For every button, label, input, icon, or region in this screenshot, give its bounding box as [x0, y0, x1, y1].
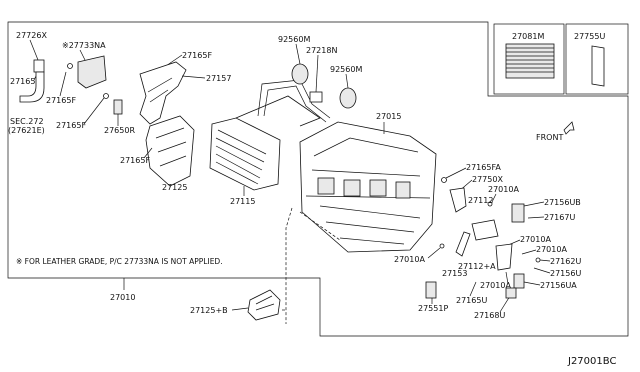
bracket-27750x-part — [449, 187, 467, 213]
leather-grade-note: ※ FOR LEATHER GRADE, P/C 27733NA IS NOT … — [16, 257, 223, 266]
label-27165f-d: 27165F — [56, 121, 86, 130]
label-27010: 27010 — [110, 293, 135, 302]
label-27726x: 27726X — [16, 31, 47, 40]
label-27010a-e: 27010A — [480, 281, 511, 290]
label-27015: 27015 — [376, 112, 401, 121]
duct-27125b-part — [247, 289, 281, 321]
main-frame — [7, 21, 629, 337]
label-27153: 27153 — [442, 269, 467, 278]
label-27112: 27112 — [468, 196, 493, 205]
sensor-27650r-part — [113, 99, 123, 115]
grommet-92560m-b-part — [339, 87, 357, 109]
label-27010a-d: 27010A — [394, 255, 425, 264]
grommet-92560m-a-part — [291, 63, 309, 85]
sheet-box — [565, 23, 629, 95]
link-27153-part — [455, 231, 471, 257]
label-27165f-c: 27165F — [182, 51, 212, 60]
label-27733na: ※27733NA — [62, 41, 106, 50]
label-27081m: 27081M — [512, 32, 544, 41]
label-92560m-a: 92560M — [278, 35, 310, 44]
label-27157: 27157 — [206, 74, 231, 83]
label-sec272-sub: (27621E) — [8, 126, 45, 135]
label-27165f-e: 27165F — [120, 156, 150, 165]
label-27162u: 27162U — [550, 257, 581, 266]
label-27125b: 27125+B — [190, 306, 228, 315]
connector-27726x-part — [19, 59, 45, 103]
heater-core-27115-part — [209, 95, 321, 191]
bracket-27733na-part — [67, 55, 107, 89]
motor-27156ua-part — [513, 273, 525, 289]
label-27112a: 27112+A — [458, 262, 496, 271]
motor-27168u-part — [505, 287, 517, 299]
label-27650r: 27650R — [104, 126, 135, 135]
label-27165fa: 27165FA — [466, 163, 501, 172]
label-27750x: 27750X — [472, 175, 503, 184]
actuator-27112-part — [471, 219, 499, 241]
reference-code: J27001BC — [567, 356, 616, 367]
filter-box — [493, 23, 565, 95]
label-27551p: 27551P — [418, 304, 448, 313]
motor-27167u-part — [511, 203, 525, 223]
actuator-27162u-part — [495, 243, 513, 271]
label-27010a-c: 27010A — [536, 245, 567, 254]
label-27010a-a: 27010A — [488, 185, 519, 194]
duct-27157-part — [139, 61, 187, 125]
label-27165u: 27165U — [456, 296, 487, 305]
heater-unit-27015-part — [299, 121, 437, 253]
label-27156u: 27156U — [550, 269, 581, 278]
label-27156ua: 27156UA — [540, 281, 577, 290]
sensor-27551p-part — [425, 281, 437, 299]
label-27165f-a: 27165F — [10, 77, 40, 86]
filter-27081m-part — [505, 43, 555, 79]
sheet-27755u-part — [591, 45, 605, 87]
label-27755u: 27755U — [574, 32, 605, 41]
label-27125: 27125 — [162, 183, 187, 192]
label-92560m-b: 92560M — [330, 65, 362, 74]
label-27167u: 27167U — [544, 213, 575, 222]
duct-27125-part — [145, 115, 195, 187]
label-27010a-b: 27010A — [520, 235, 551, 244]
label-27218n: 27218N — [306, 46, 337, 55]
clip-27218n-part — [309, 91, 323, 103]
front-label: FRONT — [536, 133, 563, 142]
label-27168u: 27168U — [474, 311, 505, 320]
label-27115: 27115 — [230, 197, 255, 206]
front-arrow-icon — [563, 121, 575, 135]
label-27165f-b: 27165F — [46, 96, 76, 105]
label-sec272: SEC.272 — [10, 117, 44, 126]
label-27156ub: 27156UB — [544, 198, 581, 207]
